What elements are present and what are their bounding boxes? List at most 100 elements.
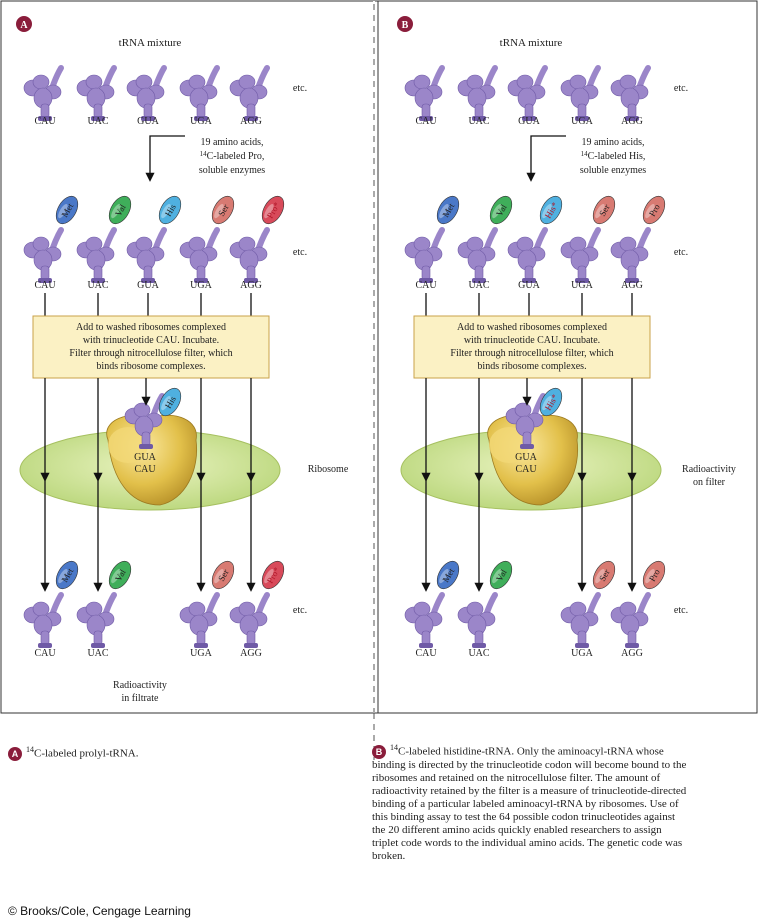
charged-trna-icon bbox=[126, 227, 167, 283]
trna-codon-label: UAC bbox=[87, 116, 108, 127]
trna-icon bbox=[610, 65, 651, 121]
caption-a: A 14C-labeled prolyl-tRNA. bbox=[8, 743, 338, 762]
charged-trna-codon: AGG bbox=[240, 280, 262, 291]
filtrate-amino-acid-tag: Met bbox=[436, 560, 460, 590]
ribosome-codon-mrna: CAU bbox=[134, 464, 156, 475]
charged-trna-icon bbox=[179, 227, 220, 283]
trna-mixture-title: tRNA mixture bbox=[500, 37, 563, 49]
filtrate-trna-icon bbox=[404, 592, 445, 648]
instruction-box bbox=[32, 315, 270, 379]
filtrate-trna-codon: UGA bbox=[190, 648, 212, 659]
instruction-line: with trinucleotide CAU. Incubate. bbox=[83, 335, 219, 346]
reagent-arrow bbox=[526, 135, 566, 182]
filtrate-trna-icon bbox=[560, 592, 601, 648]
amino-acid-tag: Ser bbox=[592, 195, 616, 225]
filtrate-amino-acid-tag: Ser bbox=[211, 560, 235, 590]
instruction-line: binds ribosome complexes. bbox=[96, 361, 205, 372]
charged-trna-codon: AGG bbox=[621, 280, 643, 291]
ribosome-codon-trna: GUA bbox=[515, 452, 537, 463]
panel-badge-letter: A bbox=[20, 20, 28, 31]
caption-b-text: C-labeled histidine-tRNA. Only the amino… bbox=[372, 745, 687, 863]
footer-label: Radioactivity bbox=[113, 680, 167, 691]
footer-label: in filtrate bbox=[122, 693, 159, 704]
panel-badge-letter: B bbox=[402, 20, 409, 31]
caption-b-superscript: 14 bbox=[390, 743, 398, 752]
charged-trna-icon bbox=[457, 227, 498, 283]
reagent-line: 14C-labeled Pro, bbox=[200, 150, 265, 162]
instruction-box bbox=[413, 315, 651, 379]
reagent-arrow bbox=[145, 135, 185, 182]
trna-icon bbox=[229, 65, 270, 121]
bound-amino-acid-tag: His* bbox=[539, 387, 563, 417]
trna-codon-label: UAC bbox=[468, 116, 489, 127]
charged-trna-icon bbox=[76, 227, 117, 283]
trna-icon bbox=[457, 65, 498, 121]
caption-a-superscript: 14 bbox=[26, 745, 34, 754]
copyright-credit: © Brooks/Cole, Cengage Learning bbox=[8, 904, 191, 918]
panel-badge-circle bbox=[397, 16, 413, 32]
amino-acid-tag: Met bbox=[436, 195, 460, 225]
charged-trna-codon: UGA bbox=[190, 280, 212, 291]
trna-icon bbox=[126, 65, 167, 121]
trna-icon bbox=[76, 65, 117, 121]
filtrate-trna-codon: CAU bbox=[415, 648, 437, 659]
filtrate-trna-codon: AGG bbox=[240, 648, 262, 659]
trna-codon-label: CAU bbox=[34, 116, 56, 127]
filtrate-amino-acid-tag: Met bbox=[55, 560, 79, 590]
trna-icon bbox=[560, 65, 601, 121]
charged-trna-icon bbox=[23, 227, 64, 283]
side-label: Ribosome bbox=[308, 464, 349, 475]
trna-codon-label: UGA bbox=[571, 116, 593, 127]
caption-a-text: C-labeled prolyl-tRNA. bbox=[34, 747, 139, 760]
filtrate-trna-icon bbox=[229, 592, 270, 648]
ribosome-codon-mrna: CAU bbox=[515, 464, 537, 475]
amino-acid-tag: Val bbox=[108, 195, 132, 225]
filtrate-trna-icon bbox=[76, 592, 117, 648]
charged-trna-icon bbox=[507, 227, 548, 283]
filtrate-trna-codon: UGA bbox=[571, 648, 593, 659]
filtrate-trna-codon: CAU bbox=[34, 648, 56, 659]
filtrate-trna-icon bbox=[23, 592, 64, 648]
amino-acid-tag: His bbox=[158, 195, 182, 225]
reagent-line: 14C-labeled His, bbox=[581, 150, 646, 162]
instruction-line: Filter through nitrocellulose filter, wh… bbox=[69, 348, 232, 359]
bound-trna-icon bbox=[124, 393, 165, 449]
etc-label: etc. bbox=[293, 83, 307, 94]
filtrate-trna-icon bbox=[610, 592, 651, 648]
trna-codon-label: GUA bbox=[137, 116, 159, 127]
etc-label: etc. bbox=[293, 605, 307, 616]
filtrate-amino-acid-tag: Ser bbox=[592, 560, 616, 590]
filtrate-trna-codon: UAC bbox=[87, 648, 108, 659]
instruction-line: Add to washed ribosomes complexed bbox=[457, 322, 607, 333]
ribosome-codon-trna: GUA bbox=[134, 452, 156, 463]
instruction-line: Add to washed ribosomes complexed bbox=[76, 322, 226, 333]
etc-label: etc. bbox=[293, 247, 307, 258]
caption-a-badge: A bbox=[8, 747, 22, 762]
charged-trna-icon bbox=[560, 227, 601, 283]
filtrate-trna-codon: UAC bbox=[468, 648, 489, 659]
charged-trna-icon bbox=[610, 227, 651, 283]
amino-acid-tag: Val bbox=[489, 195, 513, 225]
amino-acid-tag: His* bbox=[539, 195, 563, 225]
side-label: Radioactivity bbox=[682, 464, 736, 475]
trna-codon-label: GUA bbox=[518, 116, 540, 127]
filtrate-trna-icon bbox=[457, 592, 498, 648]
charged-trna-codon: CAU bbox=[34, 280, 56, 291]
amino-acid-tag: Ser bbox=[211, 195, 235, 225]
filtrate-trna-codon: AGG bbox=[621, 648, 643, 659]
filtrate-amino-acid-tag: Pro* bbox=[261, 560, 285, 590]
trna-codon-label: AGG bbox=[621, 116, 643, 127]
charged-trna-codon: UAC bbox=[468, 280, 489, 291]
instruction-line: Filter through nitrocellulose filter, wh… bbox=[450, 348, 613, 359]
charged-trna-codon: GUA bbox=[518, 280, 540, 291]
trna-icon bbox=[23, 65, 64, 121]
amino-acid-tag: Pro bbox=[642, 195, 666, 225]
reagent-line: soluble enzymes bbox=[580, 165, 646, 176]
trna-icon bbox=[507, 65, 548, 121]
bound-trna-icon bbox=[505, 393, 546, 449]
trna-icon bbox=[179, 65, 220, 121]
